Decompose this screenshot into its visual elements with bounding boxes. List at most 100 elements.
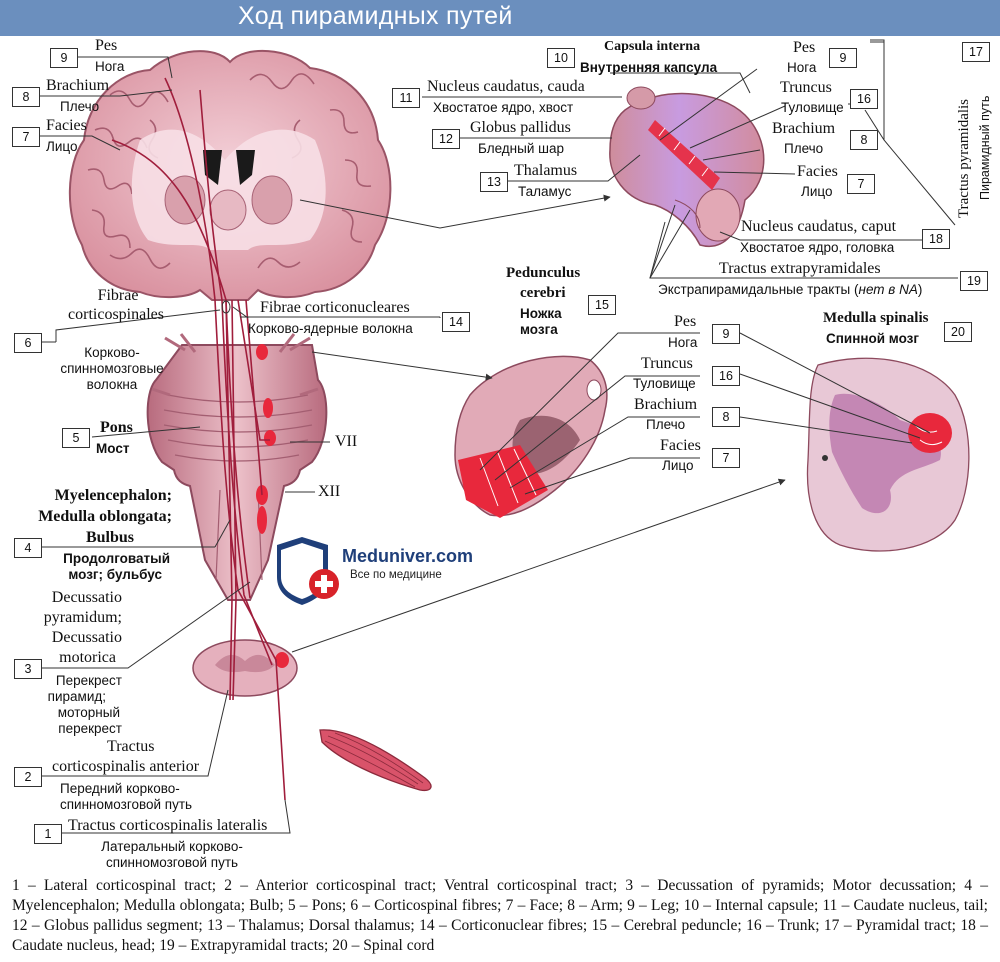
label-fibrae: Fibrae (97, 287, 139, 304)
label-pes-peduncle: Pes (674, 313, 697, 330)
meduniver-logo-icon (277, 537, 339, 605)
label-ekstrapiramidalnye-post: ) (917, 282, 923, 297)
label-number-11: 11 (392, 88, 420, 108)
label-perekrest: Перекрест (55, 673, 122, 688)
label-number-10: 10 (547, 48, 575, 68)
label-globus-pallidus: Globus pallidus (470, 119, 571, 136)
label-facies: Facies (46, 117, 87, 134)
label-blednyi-shar: Бледный шар (478, 141, 564, 156)
label-number-15: 15 (588, 295, 616, 315)
label-number-20: 20 (944, 322, 972, 342)
label-volokna: волокна (86, 377, 138, 392)
label-korkovo-yadernye: Корково-ядерные волокна (248, 321, 413, 336)
watermark-slogan: Все по медицине (350, 569, 442, 581)
label-capsula-interna: Capsula interna (604, 39, 701, 54)
label-motorica: motorica (59, 649, 116, 666)
label-cerebri: cerebri (520, 285, 566, 301)
label-number-19: 19 (960, 271, 988, 291)
label-xii: XII (318, 483, 341, 500)
label-number-18: 18 (922, 229, 950, 249)
label-number-4: 4 (14, 538, 42, 558)
label-number-14: 14 (442, 312, 470, 332)
label-pons: Pons (100, 419, 133, 436)
label-facies-peduncle: Facies (660, 437, 701, 454)
label-spinnoi-mozg: Спинной мозг (826, 331, 920, 346)
label-truncus-peduncle: Truncus (641, 355, 693, 372)
label-ekstrapiramidalnye: Экстрапирамидальные тракты (нет в NA) (658, 283, 922, 297)
label-number-16-peduncle: 16 (712, 366, 740, 386)
label-number-7-peduncle: 7 (712, 448, 740, 468)
label-hvostatoe-golovka: Хвостатое ядро, головка (740, 240, 895, 255)
label-litso-capsule: Лицо (801, 184, 833, 199)
label-net-v-na: нет в NA (858, 282, 918, 297)
label-perednii: Передний корково- (60, 781, 180, 796)
label-pyramidum: pyramidum; (43, 609, 122, 626)
label-hvostatoe-hvost: Хвостатое ядро, хвост (433, 100, 574, 115)
label-perekrest-2: перекрест (58, 721, 122, 736)
label-litso: Лицо (46, 139, 78, 154)
label-number-9-peduncle: 9 (712, 324, 740, 344)
label-most: Мост (96, 441, 130, 456)
label-piramidnyi-put: Пирамидный путь (978, 95, 992, 200)
label-brachium-capsule: Brachium (772, 120, 836, 137)
figure-caption: 1 – Lateral corticospinal tract; 2 – Ant… (12, 877, 988, 954)
muscle (319, 729, 432, 792)
label-mozga: мозга (520, 322, 558, 337)
label-plecho-peduncle: Плечо (646, 417, 686, 432)
label-plecho: Плечо (60, 99, 100, 114)
label-spinnomozgovoi-2: спинномозговой путь (105, 855, 239, 870)
label-tractus: Tractus (107, 738, 155, 755)
label-brachium-peduncle: Brachium (634, 396, 698, 413)
label-medulla-spinalis: Medulla spinalis (823, 310, 929, 326)
label-number-8-peduncle: 8 (712, 407, 740, 427)
label-thalamus: Thalamus (514, 162, 578, 179)
label-number-8-capsule: 8 (850, 130, 878, 150)
spinal-cord-section-large (806, 357, 970, 552)
label-number-5: 5 (62, 428, 90, 448)
label-talamus: Таламус (518, 184, 572, 199)
label-corticospinalis-anterior: corticospinalis anterior (52, 758, 200, 775)
label-number-2: 2 (14, 767, 42, 787)
label-prodolgovatyi: Продолговатый (63, 551, 170, 566)
label-korkovo: Корково- (84, 345, 140, 360)
label-mozg-bulbus: мозг; бульбус (68, 567, 162, 582)
label-nucleus-caudatus-caput: Nucleus caudatus, caput (741, 218, 897, 235)
label-vnutrennyaya-kapsula: Внутренняя капсула (580, 60, 718, 75)
label-decussatio-1: Decussatio (51, 589, 122, 606)
label-number-9-capsule: 9 (829, 48, 857, 68)
label-tulovische-capsule: Туловище (781, 100, 844, 115)
label-tulovische-peduncle: Туловище (633, 376, 696, 391)
label-number-7-face: 7 (12, 127, 40, 147)
label-fibrae-corticonucleares: Fibrae corticonucleares (260, 299, 410, 316)
coronal-brain-section (68, 50, 392, 301)
label-number-1: 1 (34, 824, 62, 844)
label-spinnomozgovye: спинномозговые (60, 361, 164, 376)
label-lateralnyi: Латеральный корково- (101, 839, 243, 854)
label-pes: Pes (95, 37, 118, 54)
label-number-12: 12 (432, 129, 460, 149)
label-noga: Нога (95, 59, 125, 74)
label-number-8-arm: 8 (12, 87, 40, 107)
label-noga-peduncle: Нога (668, 335, 698, 350)
label-number-9-leg: 9 (50, 48, 78, 68)
watermark-name: Meduniver.com (342, 546, 474, 566)
label-ekstrapiramidalnye-pre: Экстрапирамидальные тракты ( (658, 282, 859, 297)
label-tractus-pyramidalis: Tractus pyramidalis (956, 98, 972, 218)
title-bar: Ход пирамидных путей (0, 0, 1000, 36)
label-decussatio-2: Decussatio (51, 629, 122, 646)
page-title: Ход пирамидных путей (238, 2, 513, 30)
label-truncus-capsule: Truncus (780, 79, 832, 96)
label-spinnomozgovoi-1: спинномозговой путь (60, 797, 193, 812)
label-myelencephalon: Myelencephalon; (54, 487, 172, 504)
label-piramid: пирамид; (47, 689, 106, 704)
label-plecho-capsule: Плечо (784, 141, 824, 156)
label-brachium: Brachium (46, 77, 110, 94)
spinal-cord-section-small (192, 639, 298, 697)
label-corticospinales: corticospinales (68, 306, 164, 323)
label-pedunculus: Pedunculus (506, 265, 581, 281)
label-bulbus: Bulbus (85, 529, 134, 546)
label-number-13: 13 (480, 172, 508, 192)
label-noga-capsule: Нога (787, 60, 817, 75)
